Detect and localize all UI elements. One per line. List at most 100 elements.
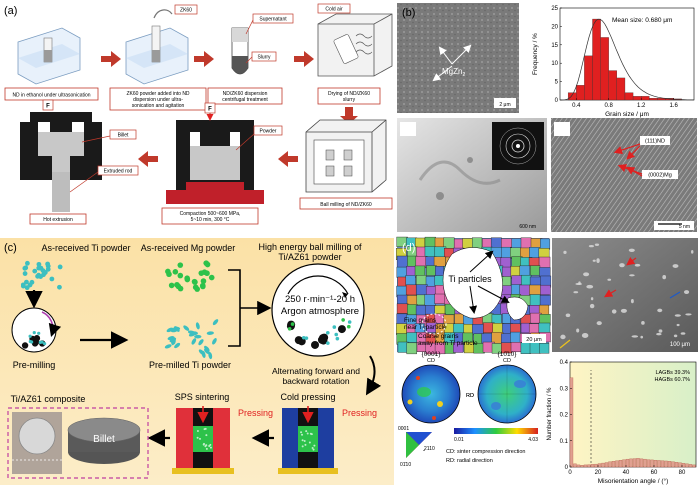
hist2-bar bbox=[650, 459, 654, 468]
sem-particle bbox=[586, 284, 594, 289]
step2-caption-box bbox=[109, 87, 207, 111]
pf-right-title: {10̄10} bbox=[498, 351, 518, 358]
ebsd-grain bbox=[519, 284, 531, 296]
hist2-xtick-label: 20 bbox=[595, 470, 602, 476]
ebsd-grain bbox=[511, 238, 523, 249]
mgzn-label-text: MgZn bbox=[442, 67, 462, 76]
hist2-ytick-label: 0.1 bbox=[560, 439, 569, 445]
hist2-bar bbox=[685, 463, 689, 468]
scalebar-100um: 100 μm bbox=[670, 342, 690, 348]
label-111-box bbox=[640, 136, 670, 145]
tag-extruded-rod-box bbox=[97, 165, 139, 176]
hist2-bar bbox=[625, 458, 630, 468]
tag-cold-air: Cold air bbox=[325, 7, 343, 13]
panel-d-letter: (d) bbox=[402, 242, 415, 254]
label-111: (111)ND bbox=[645, 139, 665, 145]
ebsd-grain bbox=[416, 284, 428, 296]
step5-ball-mill bbox=[305, 119, 387, 193]
sem-particle bbox=[673, 334, 678, 338]
die-particle bbox=[308, 441, 311, 444]
die-particle bbox=[198, 437, 201, 440]
die-particle bbox=[205, 434, 208, 437]
ebsd-grain bbox=[539, 295, 551, 306]
label-0002: (0002)Mg bbox=[648, 173, 672, 179]
premilled-particle bbox=[195, 322, 200, 330]
ebsd-grain bbox=[510, 331, 521, 344]
sem-particle bbox=[596, 321, 602, 326]
mg-particle bbox=[166, 271, 172, 278]
step1-caption: ND in ethanol under ultrasonication bbox=[12, 93, 90, 99]
hist2-bar bbox=[590, 464, 595, 468]
ebsd-grain bbox=[472, 237, 483, 249]
hist2-ylabel: Number fraction / % bbox=[547, 387, 553, 441]
sem-particle bbox=[581, 333, 589, 339]
sem-particle bbox=[588, 244, 594, 248]
die-particle bbox=[312, 448, 315, 451]
label-coarse-l2: away from Ti particle bbox=[418, 340, 478, 347]
hist1-bar bbox=[632, 96, 642, 101]
hist2-legend-lagb: LAGBs 39.3% bbox=[655, 370, 690, 376]
colorbar-min: 0.01 bbox=[454, 437, 464, 443]
die-particle bbox=[301, 445, 304, 448]
mg-particle bbox=[168, 282, 175, 289]
label-mg-powder: As-received Mg powder bbox=[141, 243, 236, 253]
hebm-particle bbox=[341, 318, 345, 322]
hist1-frame bbox=[559, 7, 695, 101]
label-0002-box bbox=[642, 170, 678, 179]
die-particle bbox=[300, 431, 303, 434]
sem-particle bbox=[691, 250, 694, 254]
hist2-bar bbox=[688, 464, 693, 468]
die-particle bbox=[309, 432, 312, 435]
step6-caption-l1: Compaction 500~600 MPa, bbox=[180, 211, 241, 217]
ebsd-grain bbox=[520, 237, 532, 249]
hist2-bar bbox=[622, 459, 626, 468]
ebsd-grain bbox=[509, 247, 521, 258]
die-particle bbox=[204, 427, 207, 430]
jar-particle bbox=[32, 330, 36, 335]
premilled-particle bbox=[174, 326, 180, 332]
label-sps: SPS sintering bbox=[175, 392, 230, 402]
ti-particle bbox=[49, 276, 55, 282]
hist1-xtick-label: 0.4 bbox=[572, 103, 581, 109]
jar-particle bbox=[43, 342, 47, 346]
ebsd-grain bbox=[424, 246, 436, 258]
ebsd-grain bbox=[434, 293, 446, 304]
sem-particle bbox=[592, 259, 596, 262]
hist2-bar bbox=[657, 460, 661, 468]
hist2-xtick-label: 40 bbox=[623, 470, 630, 476]
die-particle bbox=[304, 443, 307, 446]
premilling-rotation-arrow bbox=[41, 311, 62, 338]
hist1-xlabel: Grain size / μm bbox=[605, 111, 649, 118]
panel-d: (d) Ti particles Fine grains near Ti par… bbox=[395, 236, 698, 485]
hist1-bar bbox=[616, 77, 626, 101]
hebm-ball bbox=[318, 334, 327, 343]
hebm-particle bbox=[332, 325, 337, 329]
die-particle bbox=[303, 439, 306, 442]
arrow-a3 bbox=[294, 51, 314, 67]
ebsd-grain bbox=[406, 332, 418, 343]
ti-powder-cluster bbox=[20, 260, 63, 291]
mg-powder-cluster bbox=[165, 260, 215, 292]
scalebar-2um: 2 μm bbox=[499, 102, 510, 108]
ebsd-grain bbox=[540, 284, 551, 295]
tag-extruded-rod: Extruded rod bbox=[104, 169, 133, 175]
hist2-bar bbox=[615, 460, 619, 468]
mgzn-label: MgZn2 bbox=[442, 67, 465, 78]
hist2-bar bbox=[678, 462, 682, 468]
premilled-particle bbox=[204, 348, 210, 355]
sem-particle bbox=[589, 303, 595, 309]
sem-particle bbox=[594, 243, 600, 246]
label-composite: Ti/AZ61 composite bbox=[11, 394, 86, 404]
hist2-bar bbox=[587, 464, 591, 468]
label-alt-l1: Alternating forward and bbox=[272, 366, 360, 376]
die-particle bbox=[209, 446, 212, 449]
hist2-bar bbox=[681, 463, 686, 468]
tag-cold-air-box bbox=[317, 3, 351, 14]
scalebar-20um-box bbox=[522, 334, 546, 343]
hist1-xtick-label: 0.8 bbox=[605, 103, 614, 109]
step1-beaker bbox=[17, 27, 81, 85]
hist1-bar bbox=[641, 96, 650, 101]
